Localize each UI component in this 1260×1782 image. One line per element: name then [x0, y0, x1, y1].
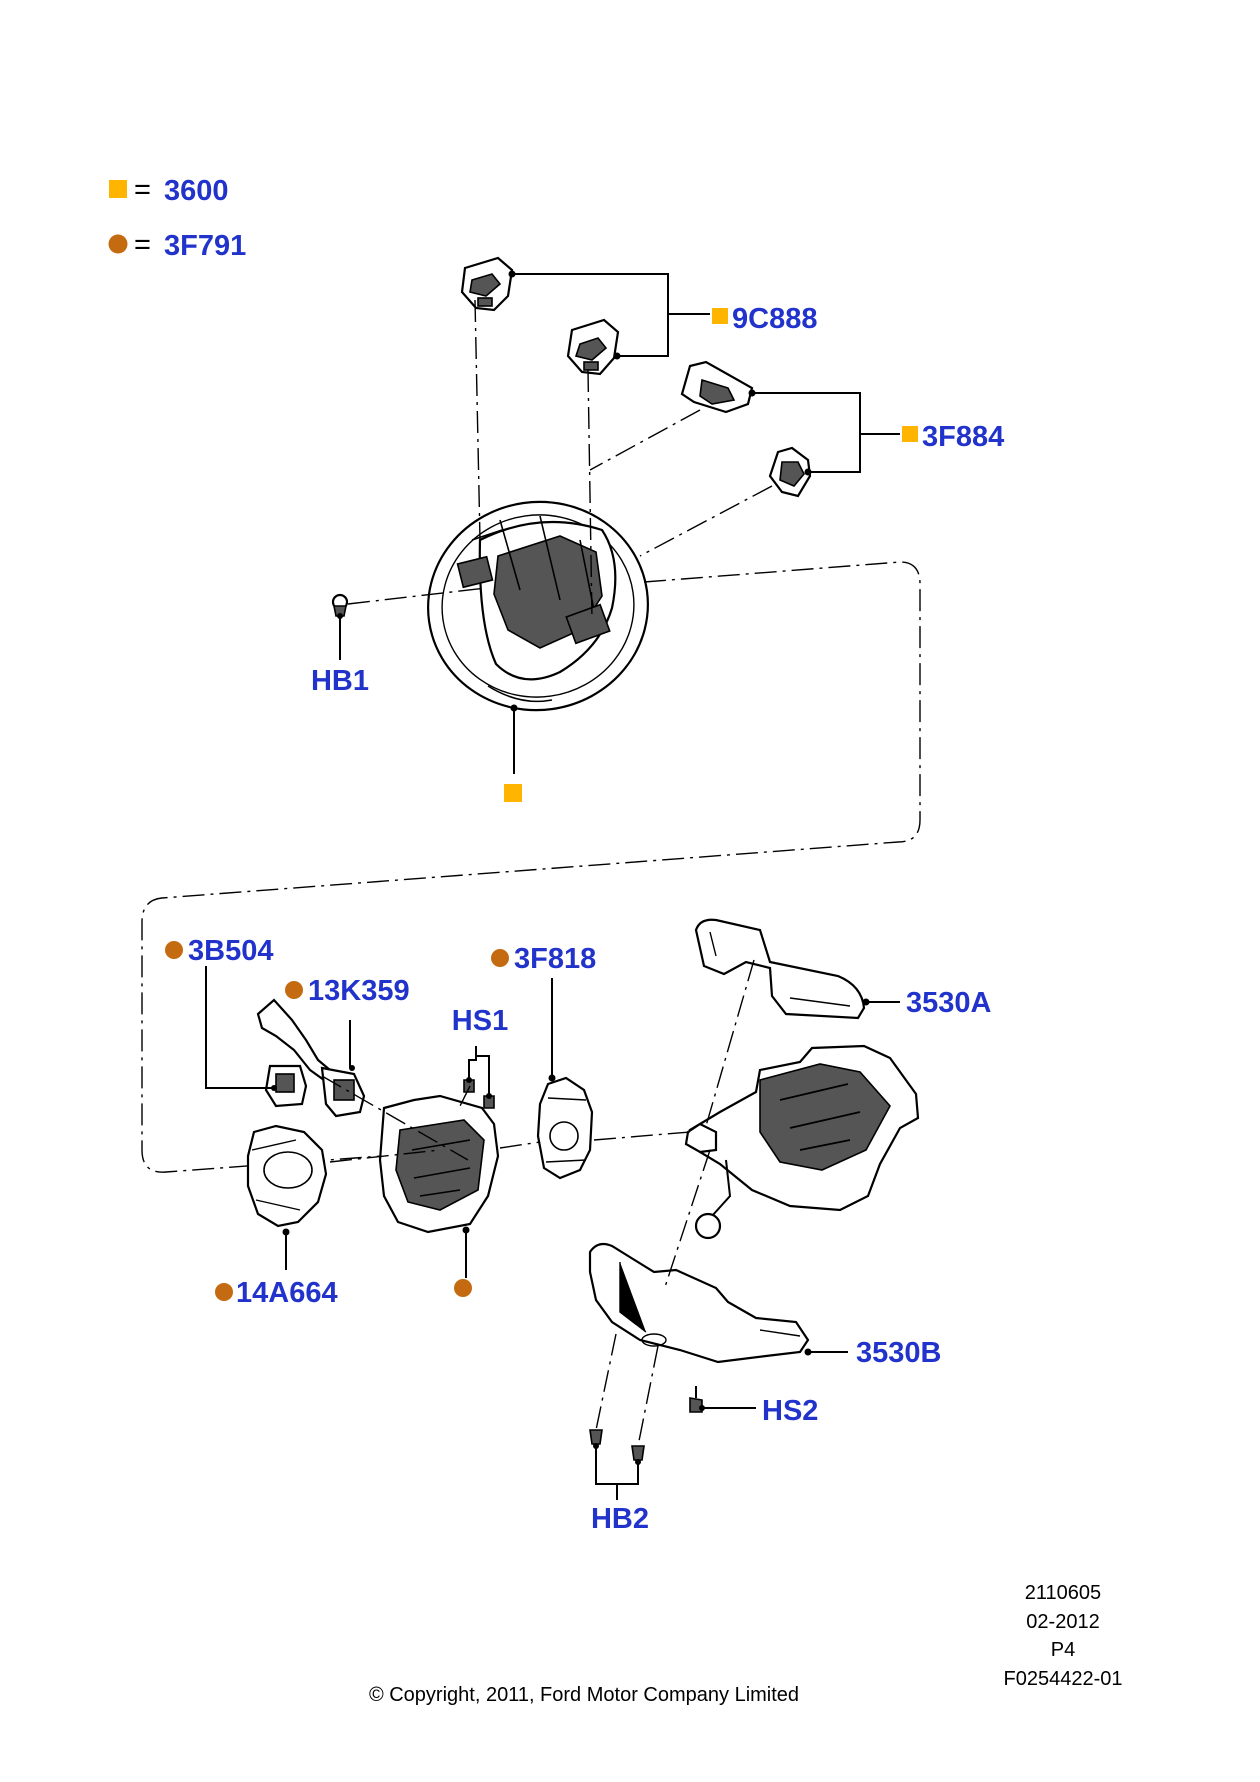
shroud-3530b: [588, 1242, 812, 1364]
legend-square-icon: [109, 180, 127, 198]
callout-hb2: HB2: [591, 1503, 649, 1535]
legend-equals-2: =: [134, 229, 151, 261]
callout-3530b: 3530B: [856, 1337, 941, 1369]
callout-3b504-circle: [165, 941, 183, 959]
alignment-lines-upper: [141, 299, 921, 1173]
callout-3b504: 3B504: [188, 935, 273, 967]
callout-hs1: HS1: [452, 1005, 508, 1037]
info-line-3: P4: [1051, 1639, 1075, 1661]
alignment-lines-lower: [321, 959, 755, 1447]
info-line-1: 2110605: [1025, 1582, 1101, 1604]
switch-3f884-b: [768, 446, 812, 498]
switch-9c888-b: [566, 318, 621, 376]
callout-9c888: 9C888: [732, 303, 817, 335]
callout-13k359-circle: [285, 981, 303, 999]
callouts: 9C888 3F884 HB1 3B504 13K359 3F818 HS1 3…: [165, 303, 1004, 1535]
steering-wheel-group: [331, 256, 812, 712]
legend-equals-1: =: [134, 174, 151, 206]
legend-square-code: 3600: [164, 175, 229, 207]
legend-circle-code: 3F791: [164, 230, 246, 262]
shroud-3530a: [694, 918, 870, 1020]
info-line-2: 02-2012: [1026, 1611, 1099, 1633]
leader-lines-lower: [205, 966, 900, 1500]
callout-14a664-circle: [215, 1283, 233, 1301]
lever-switch-13k359: [256, 998, 366, 1118]
clockspring-14a664: [246, 1124, 328, 1236]
steering-wheel: [427, 500, 649, 712]
switch-3b504: [264, 1064, 308, 1108]
column-group: [246, 918, 920, 1465]
callout-hb1: HB1: [311, 665, 369, 697]
legend: = 3600 = 3F791: [108, 174, 246, 262]
clockspring-3f818: [536, 1074, 594, 1180]
switch-base: [378, 1094, 500, 1234]
callout-14a664: 14A664: [236, 1277, 338, 1309]
bolt-hb1: [331, 593, 349, 619]
switch-3f884-a: [680, 360, 756, 414]
callout-hs2: HS2: [762, 1395, 818, 1427]
diagram-info: 2110605 02-2012 P4 F0254422-01: [1004, 1582, 1123, 1690]
callout-3f818: 3F818: [514, 943, 596, 975]
callout-switch-base-circle: [454, 1279, 472, 1297]
steering-column: [684, 1044, 920, 1240]
info-line-4: F0254422-01: [1004, 1668, 1123, 1690]
screws-hs1: [463, 1077, 495, 1109]
callout-3f818-circle: [491, 949, 509, 967]
callout-3530a: 3530A: [906, 987, 992, 1019]
legend-circle-icon: [108, 234, 128, 254]
callout-3f884: 3F884: [922, 421, 1004, 453]
copyright: © Copyright, 2011, Ford Motor Company Li…: [369, 1684, 799, 1706]
bolts-hb2: [589, 1429, 645, 1465]
leader-lines-upper: [339, 273, 900, 774]
callout-9c888-square: [712, 308, 728, 324]
callout-3f884-square: [902, 426, 918, 442]
callout-wheel-square: [504, 784, 522, 802]
callout-13k359: 13K359: [308, 975, 410, 1007]
switch-9c888-a: [460, 256, 516, 312]
